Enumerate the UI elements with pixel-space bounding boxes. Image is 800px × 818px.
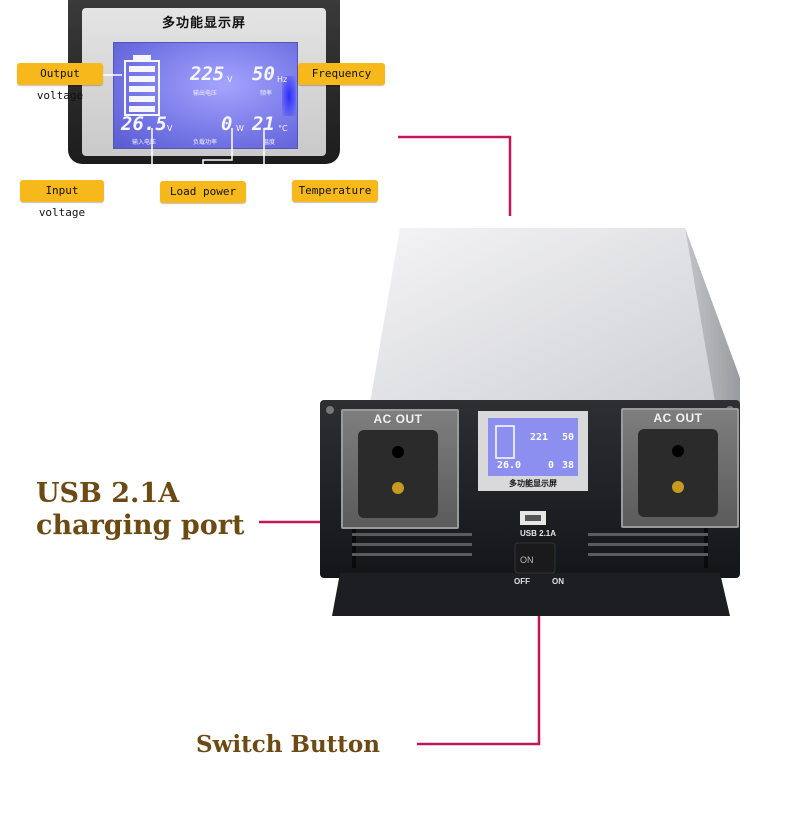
frequency-caption: 频率 — [260, 90, 273, 97]
temperature-caption: 温度 — [263, 139, 276, 146]
battery-level-bar — [129, 106, 155, 112]
display-leader-line — [398, 135, 512, 216]
device-lcd-row1-right: 50 — [562, 432, 575, 443]
input-voltage-caption: 输入电压 — [132, 139, 157, 146]
frequency-value: 50 — [252, 63, 275, 85]
socket-hole — [672, 445, 684, 457]
device-usb-label: USB 2.1A — [520, 529, 557, 538]
ac-outlet-right-label: AC OUT — [653, 411, 703, 425]
battery-icon-cap — [133, 55, 151, 60]
temperature-leader — [263, 128, 292, 192]
load-power-unit: W — [236, 124, 244, 133]
switch-on-mark: ON — [520, 555, 534, 565]
temperature-unit: °C — [278, 124, 288, 133]
ac-socket-right-icon — [638, 429, 718, 517]
usb-label-line1: USB 2.1A — [36, 478, 180, 509]
socket-hole — [672, 481, 684, 493]
socket-hole — [392, 446, 404, 458]
lcd-backlight-glow — [282, 76, 296, 116]
device-lcd-row1-left: 221 — [530, 432, 549, 443]
display-panel-title: 多功能显示屏 — [161, 16, 246, 31]
device-lcd-row2-right: 38 — [562, 460, 575, 471]
temperature-value: 21 — [252, 113, 275, 135]
power-switch — [514, 542, 556, 574]
load-power-leader — [202, 128, 233, 182]
device-lcd-row2-mid: 0 — [548, 460, 555, 471]
battery-level-bar — [129, 76, 155, 82]
battery-level-bar — [129, 86, 155, 92]
device-display-title: 多功能显示屏 — [509, 479, 557, 488]
callout-load-power: Load power — [160, 181, 246, 203]
switch-leader-line — [417, 581, 541, 746]
housing-side — [685, 228, 740, 403]
input-voltage-leader — [103, 128, 153, 192]
output-voltage-unit: V — [227, 75, 233, 84]
housing-top — [370, 228, 715, 403]
usb-label-line2: charging port — [36, 510, 245, 541]
callout-temperature: Temperature — [292, 180, 378, 202]
mounting-flange — [332, 573, 730, 616]
input-voltage-value: 26.5 — [121, 113, 167, 135]
switch-button-label: Switch Button — [196, 731, 380, 758]
switch-on-label: ON — [552, 577, 564, 586]
frequency-unit: Hz — [277, 75, 288, 84]
callout-output-voltage: Output voltage — [17, 63, 103, 102]
callout-frequency: Frequency — [298, 63, 385, 85]
device-lcd-row2-left: 26.0 — [497, 460, 522, 471]
socket-hole — [392, 482, 404, 494]
battery-level-bar — [129, 66, 155, 72]
switch-off-label: OFF — [514, 577, 530, 586]
callout-input-voltage: Input voltage — [20, 180, 104, 219]
input-voltage-unit: V — [167, 124, 173, 133]
output-voltage-value: 225 — [190, 63, 225, 85]
load-power-caption: 负载功率 — [193, 139, 218, 146]
battery-level-bar — [129, 96, 155, 102]
ac-outlet-left-label: AC OUT — [373, 412, 423, 426]
ac-socket-left-icon — [358, 430, 438, 518]
device-battery-icon — [495, 425, 515, 459]
battery-icon — [124, 60, 160, 116]
device-lcd-screen — [488, 418, 578, 476]
load-power-value: 0 — [221, 113, 233, 135]
output-voltage-caption: 输出电压 — [193, 90, 218, 97]
